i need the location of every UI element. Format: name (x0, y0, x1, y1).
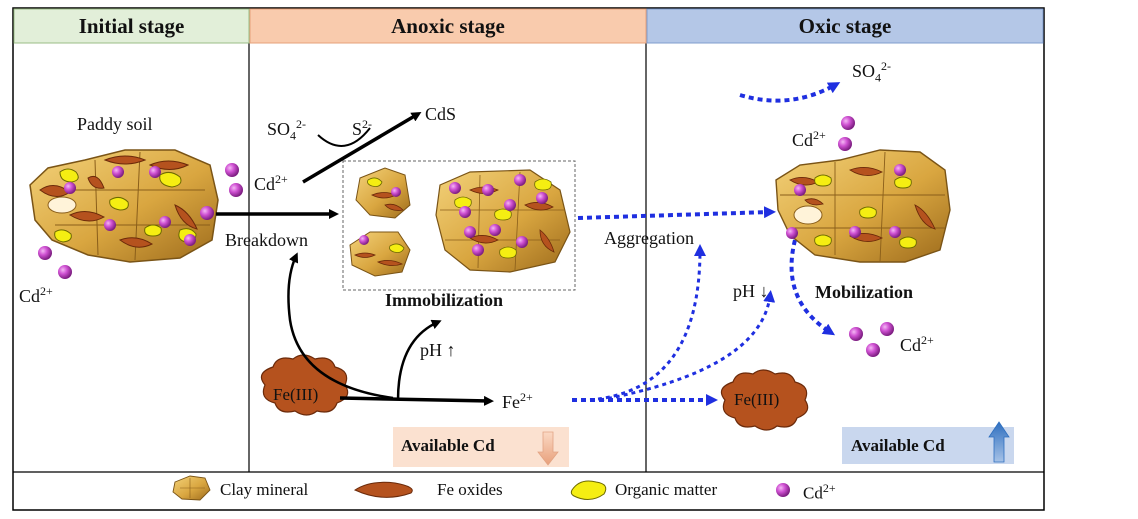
label-mobilization: Mobilization (815, 282, 913, 302)
label-oxic-so4: SO42- (852, 59, 892, 85)
legend-clay-label: Clay mineral (220, 480, 309, 499)
label-ph-up: pH ↑ (420, 340, 456, 360)
oxic-aggregate (775, 149, 951, 263)
arrow-fe3-to-fe2 (339, 395, 494, 406)
label-oxic-fe3: Fe(III) (734, 390, 780, 409)
arrow-aggregation (577, 206, 776, 220)
immobilization-box (342, 160, 576, 291)
legend-organic-icon (570, 480, 607, 500)
label-aggregation: Aggregation (604, 228, 694, 248)
label-immobilization: Immobilization (385, 290, 504, 310)
label-cds: CdS (425, 104, 457, 124)
available-down-arrow (537, 431, 559, 466)
arrow-to-aggregation (589, 244, 706, 402)
header-oxic-stage: Oxic stage (798, 13, 892, 38)
large-aggregate-anoxic (435, 169, 571, 273)
arrow-to-cds (302, 111, 422, 184)
oxic-badge-bg (842, 427, 1014, 464)
legend-clay-icon (172, 475, 211, 501)
header-anoxic-stage: Anoxic stage (391, 13, 505, 38)
label-paddy-soil: Paddy soil (77, 114, 153, 134)
available-up-arrow (988, 421, 1010, 463)
oxic-available-cd: Available Cd (851, 436, 945, 455)
anoxic-badge-bg (393, 427, 569, 467)
label-anoxic-fe3: Fe(III) (273, 385, 319, 404)
label-initial-cd: Cd2+ (19, 284, 53, 306)
fe3-cloud-oxic (720, 369, 809, 431)
initial-header-bg (13, 8, 250, 44)
arrow-mobilization (789, 239, 836, 336)
oxic-cd-top-2 (838, 137, 852, 151)
legend-organic-label: Organic matter (615, 480, 718, 499)
oxic-cd-bottom-3 (866, 343, 880, 357)
oxic-cd-top-1 (841, 116, 855, 130)
arrow-to-so4 (739, 82, 841, 103)
arrow-to-ph-up (396, 319, 442, 401)
label-anoxic-cd: Cd2+ (254, 172, 288, 194)
outer-frame (12, 7, 1045, 511)
anoxic-header-bg (249, 8, 647, 44)
header-initial-stage: Initial stage (78, 13, 185, 38)
oxic-header-bg (646, 8, 1044, 44)
legend-cd-icon (776, 483, 790, 497)
label-fe2: Fe2+ (502, 390, 533, 412)
arrow-to-ph-down (599, 290, 776, 402)
paddy-soil-aggregate (29, 149, 219, 263)
label-ph-down: pH ↓ (733, 281, 769, 301)
initial-cd-particles (38, 163, 243, 279)
arrow-to-breakdown (287, 252, 394, 400)
legend-cd-label: Cd2+ (803, 481, 836, 503)
label-breakdown: Breakdown (225, 230, 308, 250)
label-oxic-cd-bottom: Cd2+ (900, 333, 934, 355)
label-s2: S2- (352, 117, 373, 139)
arrow-so4-to-s (317, 127, 371, 147)
anoxic-available-cd: Available Cd (401, 436, 495, 455)
oxic-cd-bottom-1 (849, 327, 863, 341)
legend-fe-icon (353, 481, 413, 498)
label-anoxic-so4: SO42- (267, 117, 307, 143)
legend-fe-label: Fe oxides (437, 480, 503, 499)
small-aggregate-1 (355, 167, 411, 219)
small-aggregate-2 (349, 231, 411, 277)
label-oxic-cd-top: Cd2+ (792, 128, 826, 150)
oxic-cd-bottom-2 (880, 322, 894, 336)
